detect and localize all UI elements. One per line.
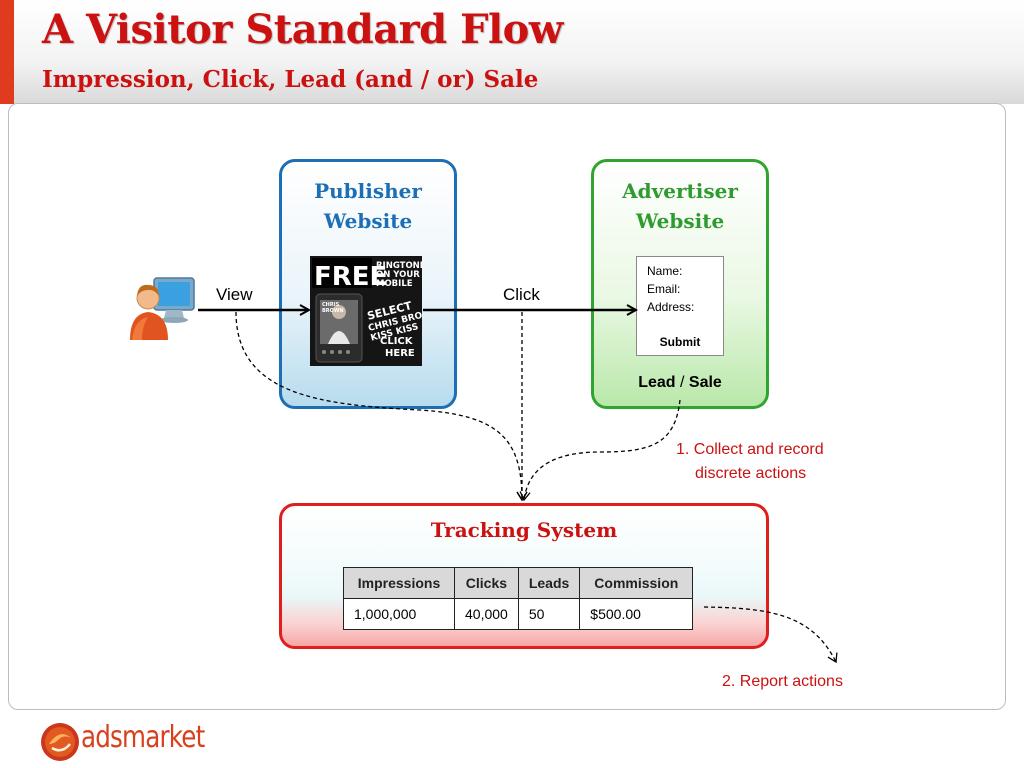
adsmarket-logo-icon xyxy=(41,723,79,761)
ad-cta-line-1: CLICK xyxy=(380,336,414,347)
adsmarket-logo-text: adsmarket xyxy=(81,720,205,755)
tracking-stats-table: Impressions Clicks Leads Commission 1,00… xyxy=(343,567,694,630)
page-subtitle: Impression, Click, Lead (and / or) Sale xyxy=(42,66,539,93)
lead-label: Lead xyxy=(638,374,676,391)
collect-note-line-2: discrete actions xyxy=(695,465,807,482)
ad-artist-line-2: BROWN xyxy=(322,308,344,314)
cell-clicks: 40,000 xyxy=(454,598,519,630)
ad-cta-line-2: HERE xyxy=(385,348,415,359)
ad-tagline-2: ON YOUR xyxy=(376,270,420,280)
report-actions-note: 2. Report actions xyxy=(722,673,843,690)
cell-commission: $500.00 xyxy=(579,598,694,630)
table-row: 1,000,000 40,000 50 $500.00 xyxy=(343,598,694,630)
ad-headline-text: FREE xyxy=(314,262,387,292)
header-bar xyxy=(0,0,1024,104)
form-email-label: Email: xyxy=(647,282,681,296)
lead-form: Name: Email: Address: Submit xyxy=(636,256,724,356)
cell-impressions: 1,000,000 xyxy=(343,598,455,630)
column-header-impressions: Impressions xyxy=(343,567,455,599)
publisher-website-title: Publisher Website xyxy=(314,179,422,233)
click-label: Click xyxy=(503,285,540,304)
table-header-row: Impressions Clicks Leads Commission xyxy=(343,567,694,599)
ad-tagline-3: MOBILE xyxy=(376,279,413,289)
ad-banner[interactable]: FREE RINGTONE ON YOUR MOBILE CHRIS BROWN… xyxy=(310,256,422,366)
collect-actions-note: 1. Collect and record discrete actions xyxy=(676,438,824,486)
ad-tagline-1: RINGTONE xyxy=(376,261,422,271)
tracking-system-title: Tracking System xyxy=(430,518,618,542)
column-header-leads: Leads xyxy=(517,567,581,599)
advertiser-website-title: Advertiser Website xyxy=(622,179,738,233)
sale-label: Sale xyxy=(688,374,722,391)
form-name-label: Name: xyxy=(647,264,683,278)
user-at-computer-icon xyxy=(130,277,195,340)
submit-button[interactable]: Submit xyxy=(659,335,701,349)
cell-leads: 50 xyxy=(517,598,581,630)
view-label: View xyxy=(216,285,253,304)
page-title: A Visitor Standard Flow xyxy=(42,6,563,53)
column-header-commission: Commission xyxy=(579,567,694,599)
column-header-clicks: Clicks xyxy=(454,567,519,599)
lead-sale-separator: / xyxy=(679,374,685,391)
form-address-label: Address: xyxy=(647,300,695,314)
collect-note-line-1: 1. Collect and record xyxy=(676,441,824,458)
lead-sale-label: Lead / Sale xyxy=(591,374,769,392)
ad-artist-line-1: CHRIS xyxy=(322,302,340,308)
header-accent-stripe xyxy=(0,0,14,104)
